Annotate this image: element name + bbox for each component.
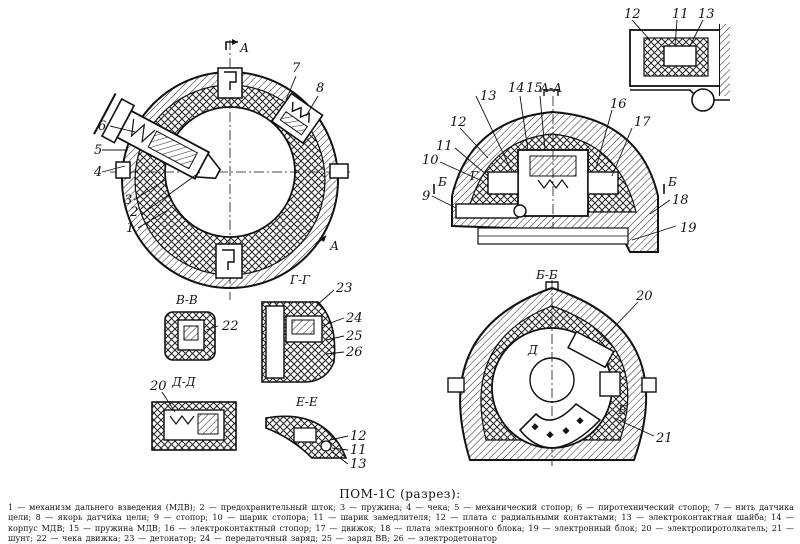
cut-mark-e: Е	[617, 403, 627, 417]
callout-19: 19	[680, 221, 697, 236]
section-label-ee: Е-Е	[295, 395, 318, 409]
callout-17: 17	[634, 115, 651, 130]
figure-caption-title: ПОМ-1С (разрез):	[339, 487, 461, 501]
callout-21: 21	[655, 431, 673, 446]
callout-12: 12	[450, 115, 467, 130]
callout-10: 10	[422, 153, 439, 168]
callout-5: 5	[94, 143, 102, 158]
callout-15: 15	[526, 81, 543, 96]
section-bb-view	[447, 280, 657, 466]
callout-9: 9	[422, 189, 430, 204]
section-label-gg: Г-Г	[289, 273, 311, 287]
callout-3: 3	[124, 193, 132, 208]
section-label-vv: В-В	[175, 293, 198, 307]
main-ring-view	[93, 39, 350, 300]
callout-12-ee: 12	[350, 429, 367, 444]
figure-caption-legend: 1 — механизм дальнего взведения (МДВ); 2…	[8, 502, 794, 544]
callout-24: 24	[345, 311, 363, 326]
section-vv-view	[164, 311, 219, 361]
callout-13: 13	[480, 89, 497, 104]
section-ee-view	[265, 415, 349, 465]
section-label-dd: Д-Д	[171, 375, 196, 389]
callout-8: 8	[316, 81, 324, 96]
callout-2: 2	[129, 205, 138, 220]
callout-11-detail: 11	[672, 7, 689, 22]
callout-20a: 20	[635, 289, 653, 304]
callout-13-ee: 13	[350, 457, 367, 472]
callout-16: 16	[610, 97, 627, 112]
callout-7: 7	[292, 61, 301, 76]
callout-18: 18	[672, 193, 689, 208]
section-aa-view	[431, 89, 677, 253]
section-label-bb: Б-Б	[535, 268, 558, 282]
callout-6: 6	[98, 119, 106, 134]
cut-mark-g: Г	[469, 169, 479, 183]
callout-20b: 20	[149, 379, 167, 394]
callout-12-detail: 12	[624, 7, 641, 22]
callout-26: 26	[345, 345, 363, 360]
callout-13-detail: 13	[698, 7, 715, 22]
top-right-detail	[629, 19, 730, 112]
callout-1: 1	[126, 221, 134, 236]
callout-14: 14	[508, 81, 525, 96]
cut-mark-a-bottom: А	[329, 239, 339, 253]
section-label-aa: А-А	[539, 81, 562, 95]
cut-mark-b-left: Б	[437, 175, 447, 189]
cut-mark-b-right: Б	[667, 175, 677, 189]
section-dd-view	[151, 391, 237, 451]
cut-mark-d: Д	[527, 343, 538, 357]
callout-23: 23	[335, 281, 353, 296]
cut-mark-a-top: А	[239, 41, 249, 55]
section-gg-view	[261, 289, 345, 383]
callout-11: 11	[436, 139, 453, 154]
callout-11-ee: 11	[350, 443, 367, 458]
callout-25: 25	[345, 329, 363, 344]
callout-22: 22	[221, 319, 239, 334]
callout-4: 4	[93, 165, 102, 180]
